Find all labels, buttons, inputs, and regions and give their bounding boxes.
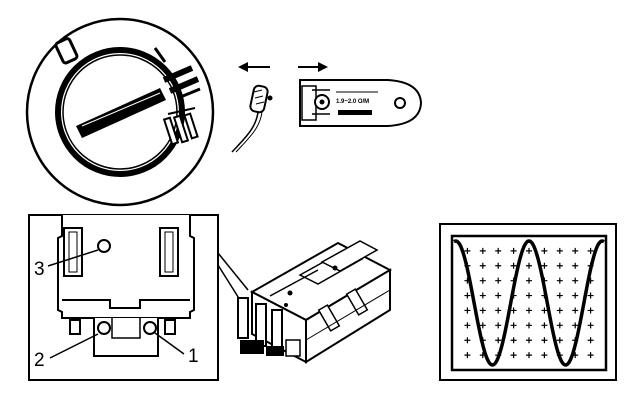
grid-cross — [541, 337, 548, 344]
grid-cross — [495, 337, 502, 344]
grid-cross — [510, 262, 517, 269]
grid-cross — [556, 277, 563, 284]
grid-cross — [572, 277, 579, 284]
knob-pointer — [76, 88, 166, 138]
pin-2 — [97, 321, 111, 335]
pin-2-label: 2 — [34, 350, 45, 371]
connector-3d — [237, 240, 393, 364]
grid-cross — [526, 262, 532, 269]
grid-cross — [526, 352, 532, 359]
arrow-left-icon — [238, 62, 270, 72]
pin-1-label: 1 — [188, 346, 199, 367]
grid-cross — [479, 262, 486, 269]
grid-cross — [495, 262, 502, 269]
grid-cross — [479, 247, 486, 254]
position-marks — [54, 37, 201, 146]
grid-cross — [587, 322, 594, 329]
grid-cross — [495, 307, 502, 314]
grid-cross — [541, 322, 548, 329]
grid-cross — [510, 337, 517, 344]
grid-cross — [526, 337, 532, 344]
grid-cross — [479, 292, 486, 299]
grid-cross — [572, 247, 579, 254]
grid-cross — [479, 307, 486, 314]
oscilloscope-screen — [439, 223, 617, 381]
grid-cross — [556, 292, 563, 299]
arrow-right-icon — [298, 62, 328, 72]
grid-cross — [572, 322, 579, 329]
grid-cross — [541, 307, 548, 314]
grid-cross — [587, 337, 594, 344]
grid-cross — [510, 247, 517, 254]
bulb-socket — [231, 84, 273, 153]
pin-1 — [143, 321, 157, 335]
grid-cross — [464, 337, 471, 344]
grid-cross — [556, 247, 563, 254]
grid-cross — [495, 247, 502, 254]
bulb-carrier: 1.9~2.0 O/M — [299, 79, 423, 127]
grid-cross — [572, 292, 579, 299]
grid-cross — [556, 307, 563, 314]
grid-cross — [464, 322, 471, 329]
grid-cross — [556, 262, 563, 269]
grid-cross — [526, 247, 532, 254]
grid-cross — [526, 307, 532, 314]
grid-cross — [495, 292, 502, 299]
grid-cross — [587, 352, 594, 359]
pin-3-label: 3 — [34, 259, 45, 280]
grid-cross — [510, 322, 517, 329]
grid-cross — [587, 292, 594, 299]
connector-detail: 3 2 1 — [28, 214, 219, 381]
grid-cross — [464, 292, 471, 299]
grid-cross — [572, 262, 579, 269]
grid-cross — [541, 247, 548, 254]
grid-cross — [479, 277, 486, 284]
grid-cross — [526, 322, 532, 329]
tag-text: 1.9~2.0 O/M — [336, 99, 369, 105]
grid-cross — [526, 292, 532, 299]
grid-cross — [510, 352, 517, 359]
rotary-switch — [25, 17, 215, 207]
grid-cross — [510, 307, 517, 314]
grid-cross — [556, 337, 563, 344]
grid-cross — [464, 307, 471, 314]
grid-cross — [464, 352, 471, 359]
grid-cross — [495, 277, 502, 284]
grid-cross — [464, 247, 471, 254]
grid-cross — [541, 352, 548, 359]
grid-cross — [556, 322, 563, 329]
callout-lines — [217, 252, 249, 301]
pin-3 — [97, 239, 111, 253]
grid-cross — [572, 307, 579, 314]
grid-cross — [495, 322, 502, 329]
grid-cross — [526, 277, 532, 284]
grid-cross — [587, 307, 594, 314]
sine-wave-trace — [453, 239, 605, 367]
grid-cross — [587, 247, 594, 254]
grid-cross — [479, 322, 486, 329]
grid-cross — [541, 262, 548, 269]
